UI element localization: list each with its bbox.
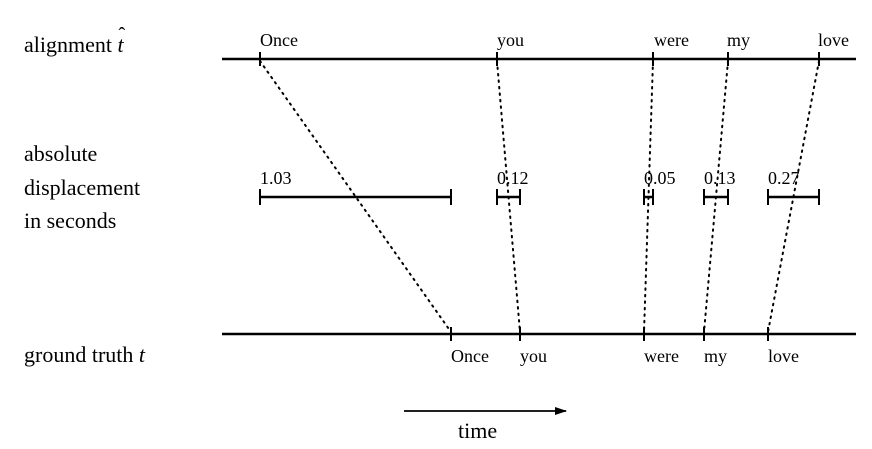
displacement-bar-you <box>496 189 521 205</box>
ground-truth-word-label: were <box>644 346 679 366</box>
displacement-label-line-1: absolute <box>24 141 98 166</box>
alignment-row-label: alignment t <box>24 21 125 59</box>
displacement-bar-my <box>703 189 729 205</box>
ground-truth-word-label: love <box>768 346 799 366</box>
ground-truth-word-label: my <box>704 346 728 366</box>
alignment-word-label: my <box>727 30 751 50</box>
alignment-word-label: were <box>654 30 689 50</box>
alignment-word-label: you <box>497 30 524 50</box>
time-label: time <box>458 418 498 443</box>
displacement-bar-once <box>259 189 452 205</box>
alignment-word-label: love <box>818 30 849 50</box>
ground-truth-word-label: you <box>520 346 547 366</box>
displacement-bar-love <box>767 189 820 205</box>
displacement-bar-were <box>643 189 654 205</box>
alignment-label-text: alignment <box>24 32 112 57</box>
displacement-value: 0.05 <box>644 168 676 188</box>
ground-truth-label-text: ground truth <box>24 342 134 367</box>
ground-truth-symbol: t <box>138 342 146 367</box>
displacement-value: 0.27 <box>768 168 800 188</box>
displacement-value: 1.03 <box>260 168 292 188</box>
displacement-value: 0.13 <box>704 168 736 188</box>
displacement-value: 0.12 <box>497 168 529 188</box>
ground-truth-word-label: Once <box>451 346 489 366</box>
alignment-word-label: Once <box>260 30 298 50</box>
displacement-label-line-2: displacement <box>24 175 141 200</box>
displacement-label-line-3: in seconds <box>24 208 117 233</box>
ground-truth-row-label: ground truth t <box>24 341 145 369</box>
alignment-symbol: t <box>117 21 125 59</box>
